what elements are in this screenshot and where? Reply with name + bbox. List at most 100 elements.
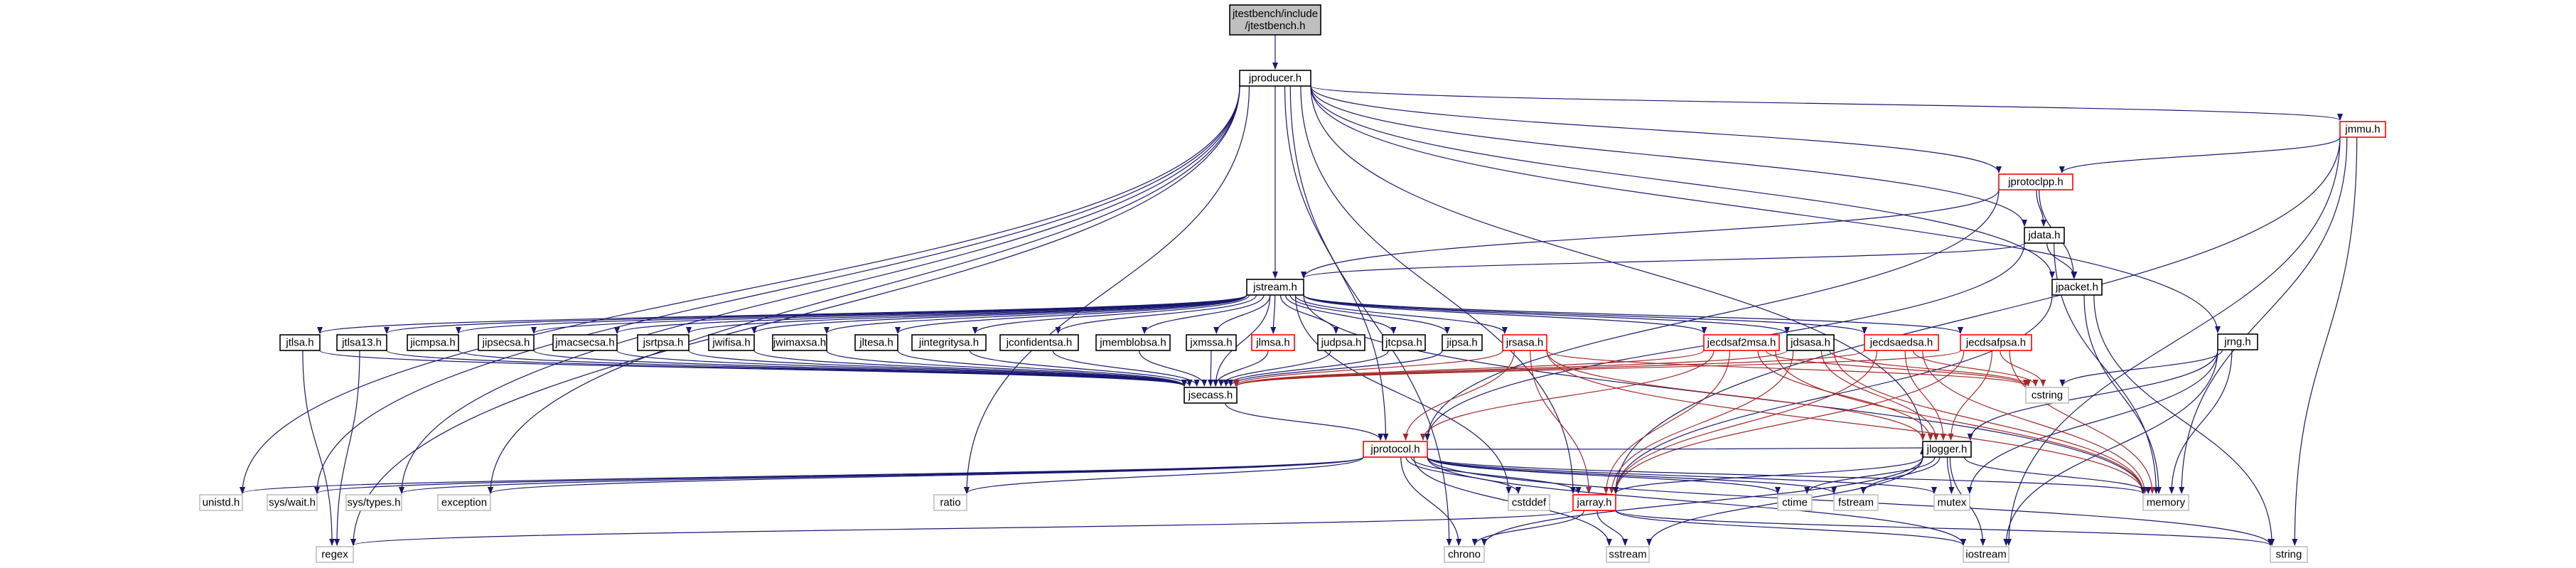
edge-jecdsaf2msa-to-jprotocol <box>1420 350 1714 441</box>
edge-jecdsafpsa-to-memory <box>2009 350 2155 494</box>
edge-jstream-to-jipsecsa <box>531 294 1247 334</box>
node-jdsasa[interactable]: jdsasa.h <box>1786 334 1835 351</box>
edge-jstream-to-jmemblobsa <box>1142 294 1265 334</box>
edge-jprotocol-to-chrono <box>1400 456 1462 546</box>
node-label-jconfidentsa: jconfidentsa.h <box>1006 337 1073 349</box>
node-jmmu[interactable]: jmmu.h <box>2339 121 2386 138</box>
node-jdata[interactable]: jdata.h <box>2024 227 2065 244</box>
edge-jproducer-to-systypes <box>399 85 1240 494</box>
node-label-root: jtestbench/include <box>1232 8 1318 20</box>
node-judpsa[interactable]: judpsa.h <box>1317 334 1365 351</box>
node-jipsa[interactable]: jipsa.h <box>1442 334 1483 351</box>
node-jproducer[interactable]: jproducer.h <box>1239 70 1311 87</box>
edge-jproducer-to-jmmu <box>1310 85 2343 121</box>
node-box-jsrtpsa <box>637 334 689 351</box>
edge-jmacsecsa-to-jsecass <box>616 350 1187 387</box>
node-jtlsa[interactable]: jtlsa.h <box>279 334 321 351</box>
edge-jproducer-to-exception <box>488 85 1240 494</box>
node-label-jrng: jrng.h <box>2223 336 2251 348</box>
edge-jprotocol-to-iostream <box>1427 456 1966 546</box>
node-box-jwimaxsa <box>772 334 827 351</box>
edge-jstream-to-jsecass <box>1213 294 1271 387</box>
node-jwimaxsa[interactable]: jwimaxsa.h <box>772 334 827 351</box>
node-label-memory: memory <box>2147 497 2186 509</box>
edge-jprotocol-to-memory <box>1427 456 2146 494</box>
node-jecdsafpsa[interactable]: jecdsafpsa.h <box>1960 334 2032 351</box>
node-jstream[interactable]: jstream.h <box>1246 279 1304 296</box>
edge-jmemblobsa-to-jsecass <box>1139 350 1208 387</box>
node-jconfidentsa[interactable]: jconfidentsa.h <box>999 334 1079 351</box>
edge-jstream-to-jsrtpsa <box>686 294 1247 334</box>
node-ctime: ctime <box>1777 494 1813 511</box>
node-jmemblobsa[interactable]: jmemblobsa.h <box>1095 334 1171 351</box>
node-jarray[interactable]: jarray.h <box>1572 494 1616 511</box>
node-jprotocol[interactable]: jprotocol.h <box>1363 441 1428 458</box>
node-jicmpsa[interactable]: jicmpsa.h <box>407 334 459 351</box>
edge-jdsasa-to-memory <box>1833 350 2146 494</box>
node-box-iostream <box>1963 546 2009 563</box>
node-jtlsa13[interactable]: jtlsa13.h <box>336 334 387 351</box>
node-root[interactable]: jtestbench/include/jtestbench.h <box>1229 4 1321 36</box>
edge-jproducer-to-jprotoclpp <box>1310 85 2002 173</box>
node-box-jdsasa <box>1786 334 1835 351</box>
node-jtcpsa[interactable]: jtcpsa.h <box>1382 334 1426 351</box>
edge-jprotocol-to-exception <box>488 456 1364 494</box>
node-jlogger[interactable]: jlogger.h <box>1922 441 1972 458</box>
edge-jstream-to-jecdsaedsa <box>1303 294 1867 334</box>
node-jwifisa[interactable]: jwifisa.h <box>708 334 755 351</box>
edge-jlogger-to-mutex <box>1946 456 1955 494</box>
node-label-jtlsa: jtlsa.h <box>285 337 313 349</box>
node-box-jwifisa <box>708 334 755 351</box>
node-label-jtlsa13: jtlsa13.h <box>341 337 382 349</box>
node-jltesa[interactable]: jltesa.h <box>854 334 898 351</box>
node-jxmssa[interactable]: jxmssa.h <box>1186 334 1237 351</box>
node-jprotoclpp[interactable]: jprotoclpp.h <box>1998 173 2073 191</box>
edge-jstream-to-jecdsafpsa <box>1303 294 1963 334</box>
node-label-fstream: fstream <box>1838 497 1874 509</box>
node-label-jsrtpsa: jsrtpsa.h <box>643 337 684 349</box>
edge-jlmsa-to-jsecass <box>1213 350 1269 387</box>
node-box-jpacket <box>2051 279 2103 296</box>
node-box-regex <box>316 546 354 563</box>
node-label-exception: exception <box>441 497 487 509</box>
node-jpacket[interactable]: jpacket.h <box>2051 279 2103 296</box>
node-label-cstring: cstring <box>2032 390 2063 402</box>
node-box-jmmu <box>2339 121 2386 138</box>
node-box-jmacsecsa <box>552 334 618 351</box>
edge-jprotocol-to-cstddef <box>1405 456 1521 494</box>
node-box-jecdsafpsa <box>1960 334 2032 351</box>
edge-jintegritysa-to-jsecass <box>969 350 1193 387</box>
node-jlmsa[interactable]: jlmsa.h <box>1251 334 1295 351</box>
node-box-jtcpsa <box>1382 334 1426 351</box>
node-jintegritysa[interactable]: jintegritysa.h <box>911 334 987 351</box>
node-jmacsecsa[interactable]: jmacsecsa.h <box>552 334 618 351</box>
node-box-jlogger <box>1922 441 1972 458</box>
node-box-ctime <box>1777 494 1813 511</box>
node-box-syswait <box>267 494 318 511</box>
edge-jecdsaedsa-to-jlogger <box>1904 350 1946 441</box>
edge-jwifisa-to-jsecass <box>753 350 1187 387</box>
edge-jltesa-to-jsecass <box>897 350 1187 387</box>
edge-jtlsa-to-regex <box>302 350 336 546</box>
node-jsecass[interactable]: jsecass.h <box>1184 387 1238 404</box>
node-box-jipsa <box>1442 334 1483 351</box>
edge-jdata-to-jpacket <box>2046 242 2078 279</box>
edge-jecdsaf2msa-to-jarray <box>1603 350 1731 494</box>
node-jipsecsa[interactable]: jipsecsa.h <box>478 334 535 351</box>
node-jecdsaf2msa[interactable]: jecdsaf2msa.h <box>1703 334 1780 351</box>
node-systypes: sys/types.h <box>345 494 402 511</box>
edge-jipsecsa-to-jsecass <box>533 350 1187 387</box>
node-label-chrono: chrono <box>1448 549 1481 561</box>
node-jsrtpsa[interactable]: jsrtpsa.h <box>637 334 689 351</box>
node-label-jdsasa: jdsasa.h <box>1790 337 1830 349</box>
node-box-jxmssa <box>1186 334 1237 351</box>
edge-jprotocol-to-ctime <box>1427 456 1781 494</box>
edge-jstream-to-jconfidentsa <box>1055 294 1257 334</box>
node-jrsasa[interactable]: jrsasa.h <box>1502 334 1547 351</box>
node-label-ctime: ctime <box>1782 497 1808 509</box>
edge-jrng-to-jlogger <box>1967 349 2218 441</box>
node-box-cstring <box>2025 387 2069 404</box>
edge-jproducer-to-jlogger <box>1310 85 1926 441</box>
node-jecdsaedsa[interactable]: jecdsaedsa.h <box>1864 334 1939 351</box>
node-jrng[interactable]: jrng.h <box>2217 333 2258 350</box>
